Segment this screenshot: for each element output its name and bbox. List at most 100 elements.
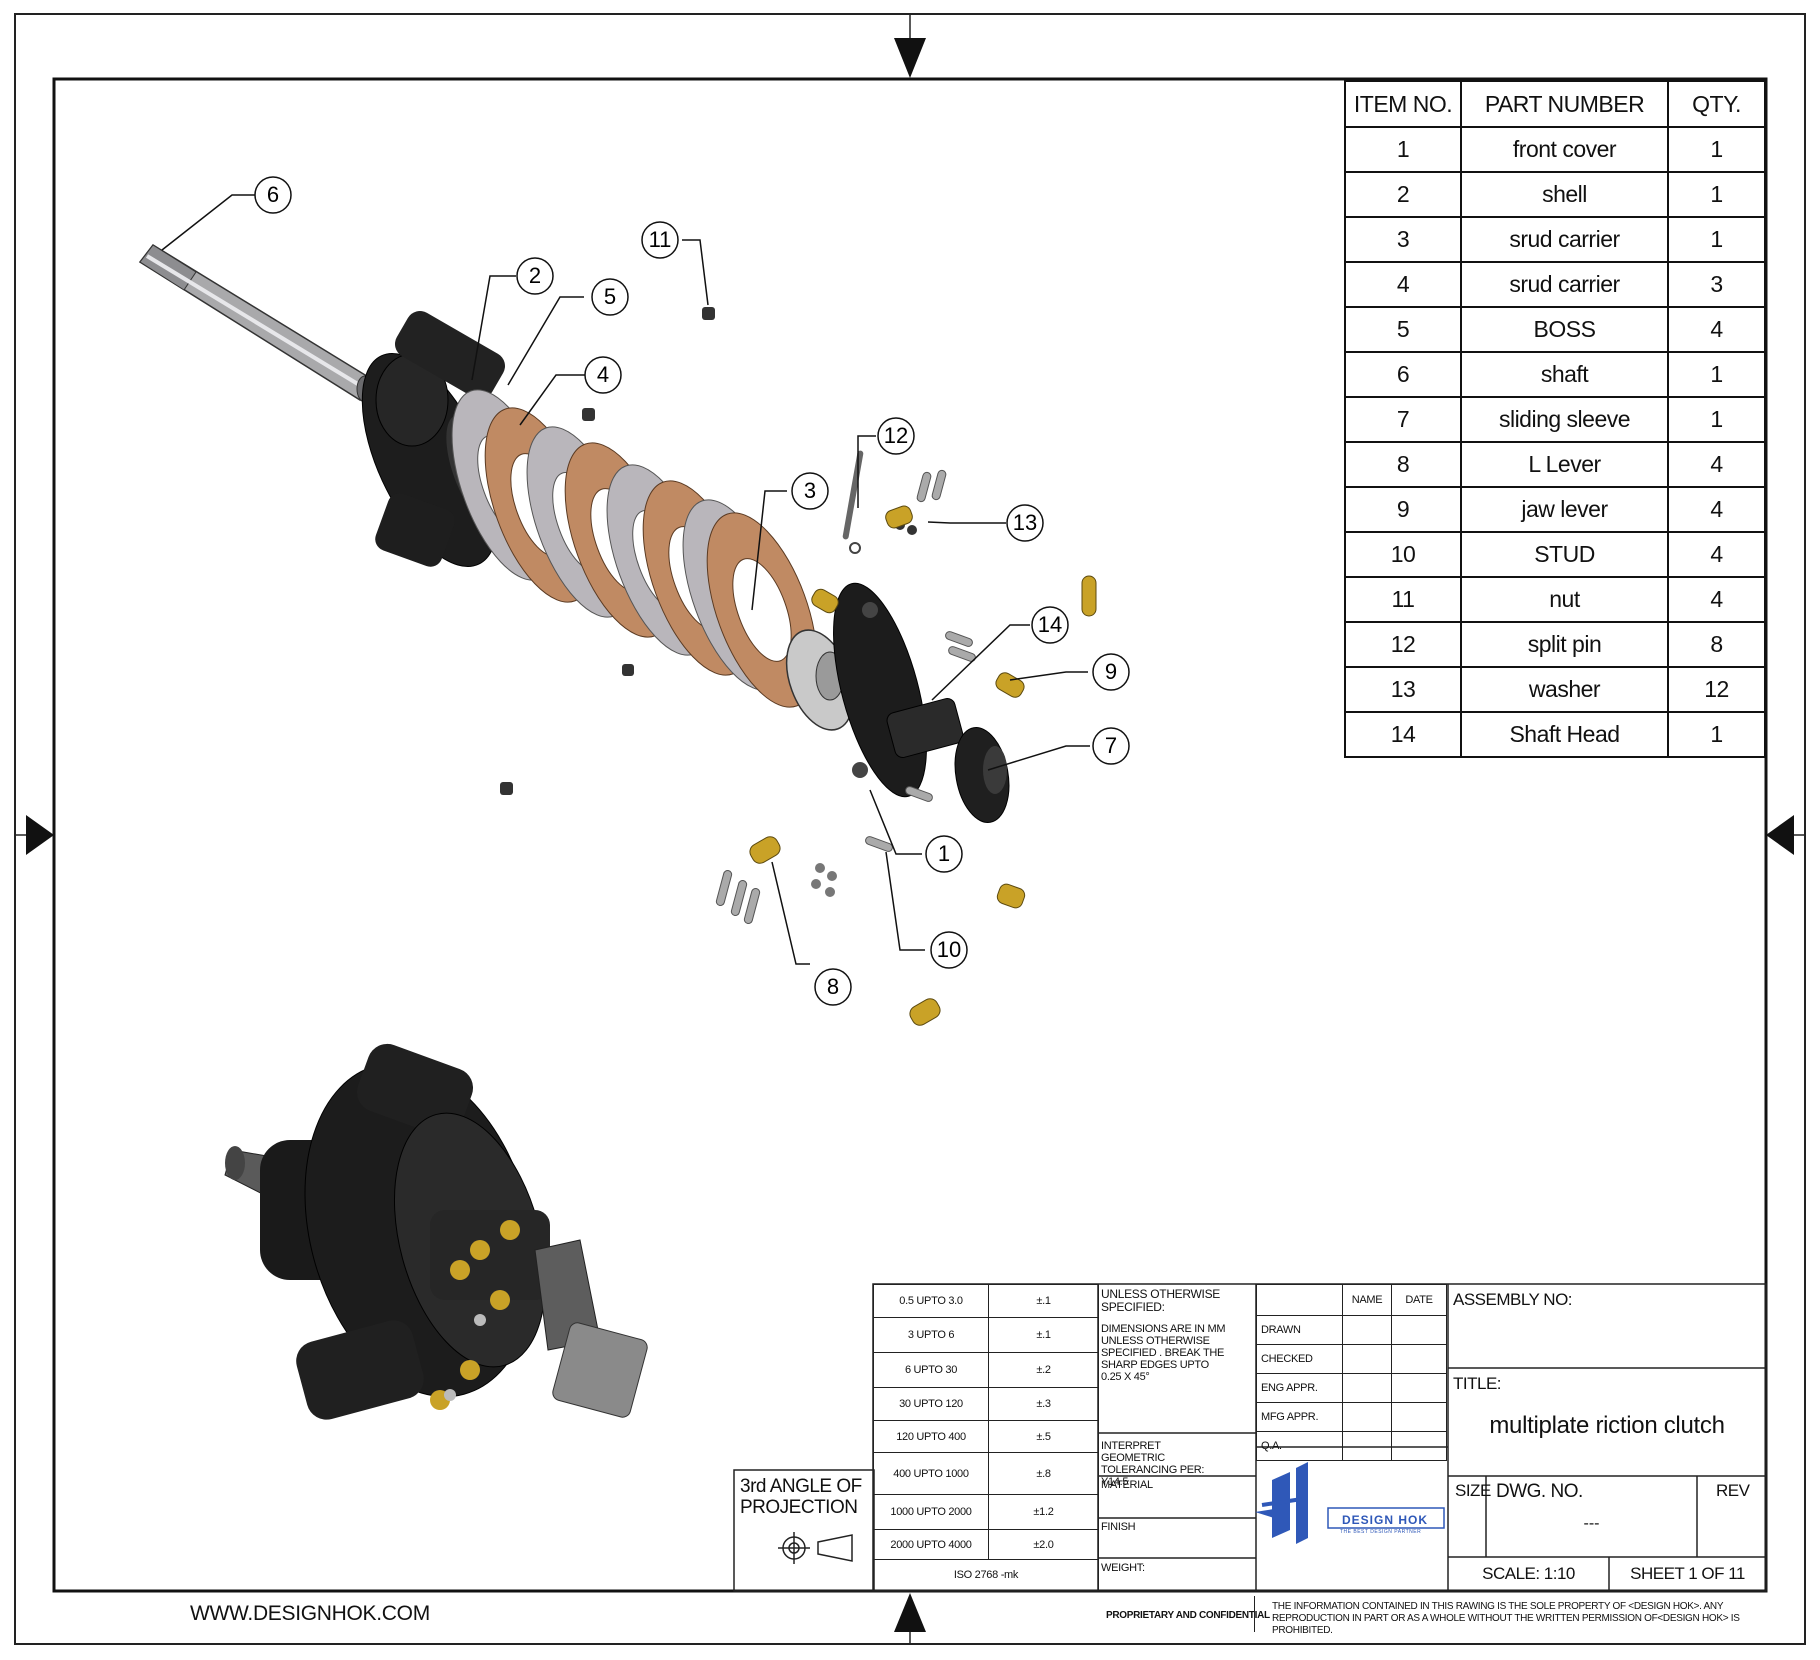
tolerance-row: 6 UPTO 30±.2 [873,1352,1099,1388]
balloon-10: 10 [930,931,968,969]
assembled-view [224,1043,648,1420]
balloon-13: 13 [1006,504,1044,542]
bom-item: 3 [1344,216,1462,263]
svg-text:6: 6 [267,182,279,207]
bom-item: 12 [1344,621,1462,668]
balloon-callouts: 6 11 2 5 4 12 3 13 14 9 7 1 10 8 [254,176,1130,1006]
design-hok-logo [1255,1462,1445,1544]
tolerance-value: ±2.0 [988,1529,1099,1560]
approval-row: CHECKED [1256,1344,1447,1374]
bom-part: srud carrier [1460,216,1669,263]
tolerance-range: 0.5 UPTO 3.0 [873,1284,989,1318]
logo-tagline: THE BEST DESIGN PARTNER [1340,1529,1422,1535]
tolerance-range: 3 UPTO 6 [873,1317,989,1353]
tolerance-range: 2000 UPTO 4000 [873,1529,989,1560]
bom-qty: 4 [1667,486,1766,533]
svg-text:11: 11 [649,227,672,252]
tolerance-range: 120 UPTO 400 [873,1420,989,1453]
tolerance-row: 2000 UPTO 4000±2.0 [873,1529,1099,1560]
bom-qty: 1 [1667,126,1766,173]
website-url: WWW.DESIGNHOK.COM [190,1602,430,1625]
tolerance-row: 0.5 UPTO 3.0±.1 [873,1284,1099,1318]
tolerance-range: 1000 UPTO 2000 [873,1494,989,1530]
right-zone-arrow [1766,815,1794,855]
size-label: SIZE [1455,1481,1491,1500]
bom-part: BOSS [1460,306,1669,353]
assembly-no-label: ASSEMBLY NO: [1453,1290,1573,1309]
bom-qty: 8 [1667,621,1766,668]
bom-qty: 1 [1667,396,1766,443]
tolerance-value: ±.2 [988,1352,1099,1388]
tolerance-value: ±.8 [988,1452,1099,1495]
bom-item: 6 [1344,351,1462,398]
bom-part: sliding sleeve [1460,396,1669,443]
logo-text: DESIGN HOK [1342,1513,1429,1527]
leader-lines [161,194,1090,965]
tolerance-value: ±.1 [988,1317,1099,1353]
approval-label: DRAWN [1256,1315,1343,1345]
approval-label: ENG APPR. [1256,1373,1343,1403]
svg-text:4: 4 [597,362,609,387]
tolerance-value: ±1.2 [988,1494,1099,1530]
finish-label: FINISH [1101,1521,1136,1533]
balloon-5: 5 [591,278,629,316]
bom-part: split pin [1460,621,1669,668]
bom-item: 5 [1344,306,1462,353]
balloon-4: 4 [584,356,622,394]
dimensions-note: DIMENSIONS ARE IN MM UNLESS OTHERWISE SP… [1101,1323,1226,1383]
material-label: MATERIAL [1101,1479,1153,1491]
tolerance-value: ±.5 [988,1420,1099,1453]
bom-part: jaw lever [1460,486,1669,533]
svg-text:5: 5 [604,284,616,309]
balloon-7: 7 [1092,727,1130,765]
tolerance-value: ±.3 [988,1387,1099,1421]
bom-header-item: ITEM NO. [1344,80,1462,128]
svg-text:2: 2 [529,263,541,288]
tolerance-row: 30 UPTO 120±.3 [873,1387,1099,1421]
balloon-14: 14 [1031,606,1069,644]
balloon-6: 6 [254,176,292,214]
shaft-part [138,244,374,403]
tolerance-range: 400 UPTO 1000 [873,1452,989,1495]
bom-qty: 4 [1667,306,1766,353]
bom-qty: 4 [1667,576,1766,623]
drawing-title: multiplate riction clutch [1489,1412,1725,1439]
scale-label: SCALE: 1:10 [1482,1564,1575,1583]
bottom-zone-arrow [894,1593,926,1632]
bom-qty: 1 [1667,171,1766,218]
svg-text:7: 7 [1105,733,1117,758]
svg-text:9: 9 [1105,659,1117,684]
rev-label: REV [1716,1481,1750,1500]
bom-part: Shaft Head [1460,711,1669,758]
bom-part: front cover [1460,126,1669,173]
bom-qty: 1 [1667,711,1766,758]
bom-header-row: ITEM NO. PART NUMBER QTY. [1344,80,1766,128]
third-angle-projection-symbol [778,1532,853,1564]
tolerance-standard-row: ISO 2768 -mk [873,1559,1099,1591]
disclaimer: THE INFORMATION CONTAINED IN THIS RAWING… [1272,1601,1740,1636]
bom-item: 11 [1344,576,1462,623]
bom-part: washer [1460,666,1669,713]
top-zone-arrow [894,38,926,78]
svg-text:1: 1 [938,841,950,866]
shell-part [361,310,506,568]
dwg-no-value: --- [1583,1515,1600,1532]
footer-divider [1254,1596,1255,1632]
approval-row: DRAWN [1256,1315,1447,1345]
bom-qty: 12 [1667,666,1766,713]
bom-item: 4 [1344,261,1462,308]
svg-text:8: 8 [827,974,839,999]
name-label: NAME [1342,1284,1392,1316]
tolerance-row: 3 UPTO 6±.1 [873,1317,1099,1353]
tolerance-range: 6 UPTO 30 [873,1352,989,1388]
